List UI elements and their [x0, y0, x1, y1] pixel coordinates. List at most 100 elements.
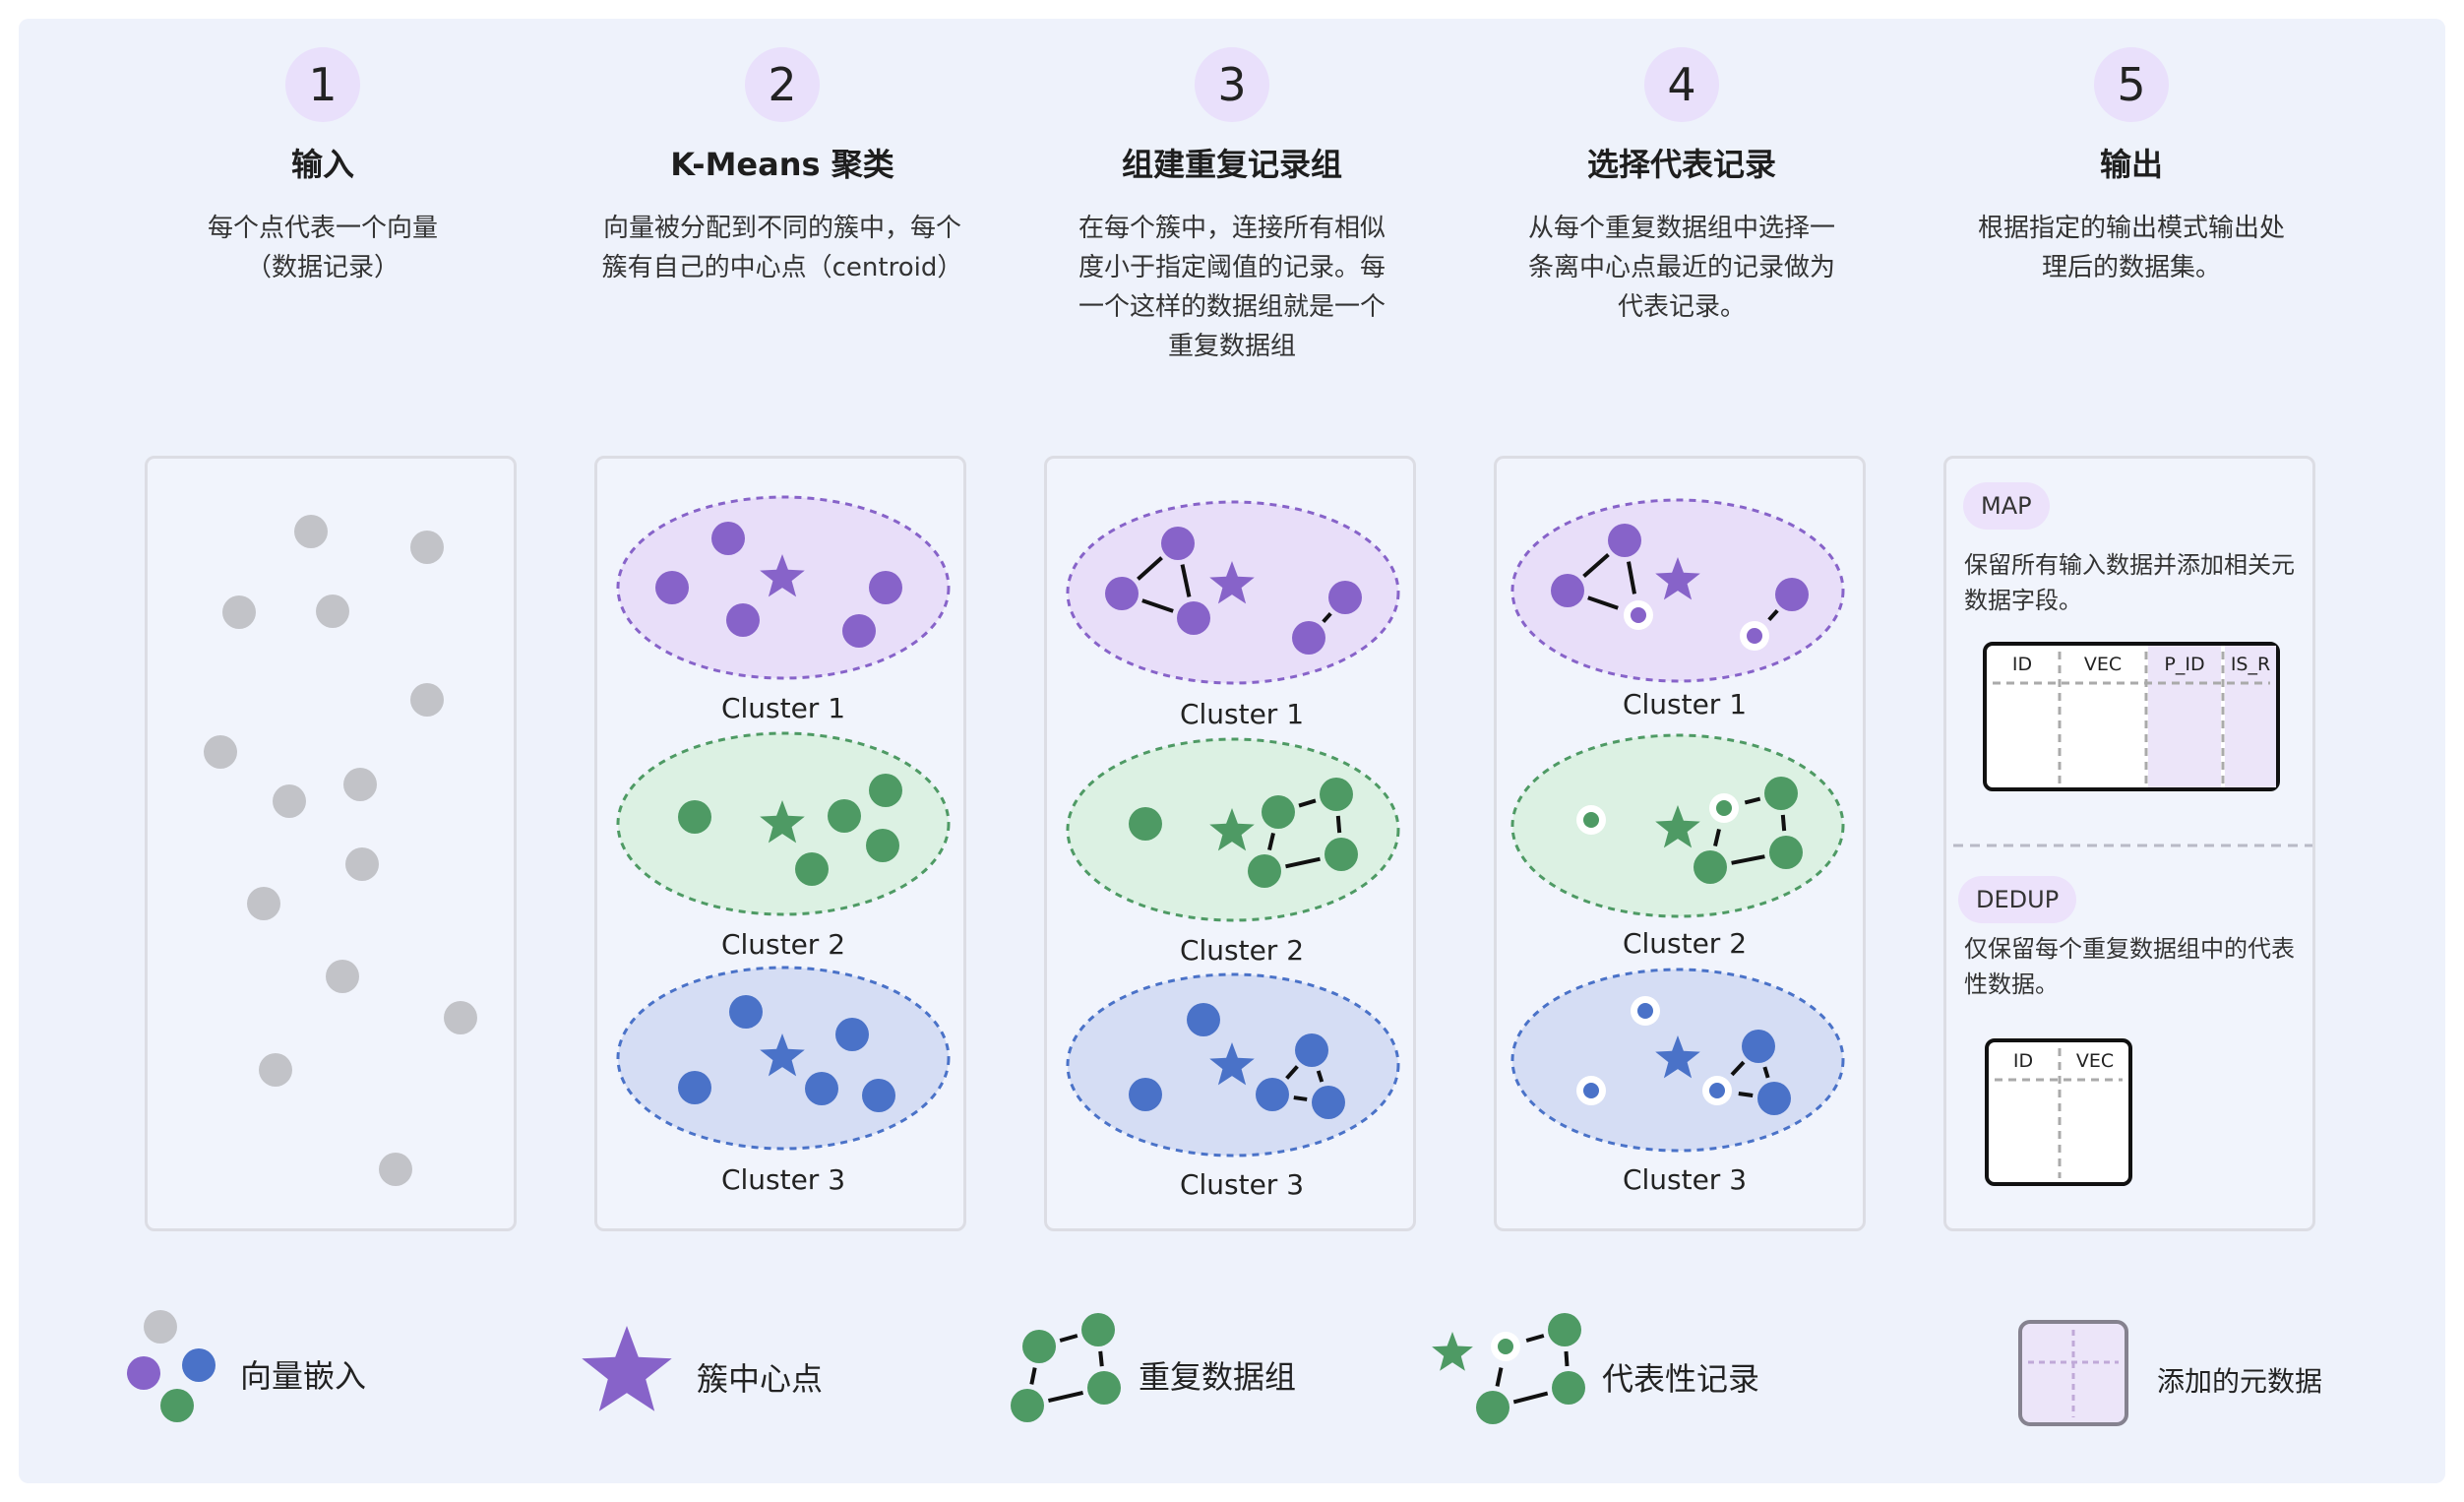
representative-dot [1583, 812, 1599, 828]
vector-dot [1324, 838, 1358, 871]
vector-dot [410, 531, 444, 564]
vector-dot [1328, 581, 1362, 614]
vector-dot [127, 1356, 160, 1390]
dup-group-edge [1293, 1095, 1308, 1101]
legend-representative-label: 代表性记录 [1602, 1360, 1760, 1398]
vector-dot [729, 995, 763, 1029]
vector-dot [1694, 850, 1727, 884]
step-title: 输入 [290, 146, 354, 183]
dup-group-edge [1713, 828, 1721, 847]
centroid-star [1655, 1035, 1700, 1079]
column-header: VEC [2076, 1050, 2114, 1072]
step-number: 2 [745, 47, 820, 122]
representative-dot [1709, 1083, 1725, 1098]
vector-dot [1764, 777, 1798, 810]
representative-dot [1747, 628, 1762, 644]
cluster-label: Cluster 2 [721, 928, 845, 961]
dup-group-edge [1512, 1391, 1549, 1405]
dup-group-edge [1267, 832, 1275, 851]
centroid-star [1209, 561, 1255, 604]
vector-dot [182, 1348, 216, 1382]
vector-dot [247, 887, 280, 920]
step-2: 2 K-Means 聚类 向量被分配到不同的簇中，每个簇有自己的中心点（cent… [566, 47, 999, 287]
vector-dot [1476, 1391, 1509, 1424]
vector-dot [1105, 577, 1139, 610]
vector-dot [379, 1153, 412, 1186]
vector-dot [795, 852, 829, 886]
dup-group-edge [1738, 1092, 1754, 1097]
dup-group-edge [1780, 814, 1787, 832]
dup-group-edge [1564, 1350, 1570, 1367]
vector-dot [345, 847, 379, 881]
vector-dot [1295, 1033, 1328, 1067]
input-panel [145, 456, 517, 1231]
centroid-star [760, 800, 805, 844]
step-number: 4 [1644, 47, 1719, 122]
step-description: 从每个重复数据组中选择一条离中心点最近的记录做为代表记录。 [1527, 214, 1835, 322]
vector-dot [1129, 1078, 1162, 1111]
metadata-column [2225, 646, 2276, 787]
dup-group-edge [1059, 1334, 1078, 1343]
column-header: VEC [2084, 654, 2122, 675]
centroid-star [760, 554, 805, 597]
vector-dot [1548, 1313, 1581, 1346]
vector-dot [678, 1071, 711, 1104]
representative-dot [1716, 800, 1732, 816]
step-title: 选择代表记录 [1586, 146, 1776, 183]
dup-group-edge [1731, 854, 1765, 865]
vector-dot [1011, 1389, 1044, 1422]
dup-group-edge [1582, 553, 1610, 578]
cluster-label: Cluster 3 [1180, 1168, 1304, 1201]
step-1: 1 输入 每个点代表一个向量（数据记录） [106, 47, 539, 287]
vector-dot [273, 784, 306, 818]
dup-group-edge [1495, 1367, 1504, 1387]
legend-dup-group-label: 重复数据组 [1139, 1358, 1297, 1396]
dup-group-edge [1627, 561, 1636, 595]
step-description: 根据指定的输出模式输出处理后的数据集。 [1977, 214, 2285, 282]
vector-dot [835, 1018, 869, 1051]
vector-dot [1129, 807, 1162, 841]
vector-dot [1312, 1086, 1345, 1119]
centroid-star [1655, 557, 1700, 600]
centroid-star [760, 1033, 805, 1077]
dup-group-edge [1587, 595, 1619, 610]
vector-dot [1551, 574, 1584, 607]
vector-dot [655, 571, 689, 604]
vector-dot [1256, 1078, 1289, 1111]
dup-group-edge [1047, 1390, 1084, 1404]
column-header: P_ID [2164, 654, 2204, 675]
vector-dot [1552, 1371, 1585, 1405]
step-description: 每个点代表一个向量（数据记录） [207, 214, 438, 282]
vector-dot [1608, 524, 1641, 557]
vector-dot [1248, 854, 1281, 888]
dup-group-edge [1730, 1060, 1746, 1077]
dup-group-edge [1180, 564, 1192, 597]
vector-dot [160, 1389, 194, 1422]
centroid-star [1655, 805, 1700, 848]
vector-dot [1320, 778, 1353, 811]
step-description: 在每个簇中，连接所有相似度小于指定阈值的记录。每一个这样的数据组就是一个重复数据… [1078, 214, 1386, 361]
dedup-description: 仅保留每个重复数据组中的代表性数据。 [1964, 935, 2295, 998]
vector-dot [866, 829, 899, 862]
vector-dot [144, 1310, 177, 1344]
vector-dot [1262, 795, 1295, 829]
cluster-label: Cluster 1 [1623, 688, 1747, 720]
cluster-label: Cluster 2 [1623, 927, 1747, 960]
vector-dot [1769, 836, 1803, 869]
representative-dot [1583, 1083, 1599, 1098]
vector-dot [1081, 1313, 1115, 1346]
legend-rep-star [1432, 1332, 1473, 1371]
representative-dot [1631, 607, 1646, 623]
step-title: K-Means 聚类 [670, 146, 894, 183]
step-number: 5 [2094, 47, 2169, 122]
step-4: 4 选择代表记录 从每个重复数据组中选择一条离中心点最近的记录做为代表记录。 [1465, 47, 1898, 327]
vector-dot [294, 515, 328, 548]
cluster-label: Cluster 3 [1623, 1163, 1747, 1196]
legend-metadata-label: 添加的元数据 [2157, 1365, 2323, 1398]
dedup-badge: DEDUP [1958, 876, 2077, 923]
dedup-table [1985, 1038, 2132, 1186]
legend-vector-label: 向量嵌入 [240, 1357, 367, 1395]
legend-centroid-label: 簇中心点 [697, 1360, 824, 1398]
vector-dot [1757, 1082, 1791, 1115]
step-number: 3 [1195, 47, 1269, 122]
